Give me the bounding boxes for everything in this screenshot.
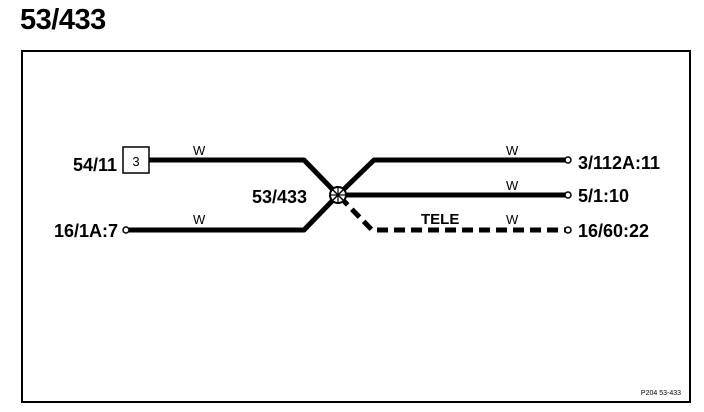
- connector-label-right-1: 3/112A:11: [578, 153, 660, 173]
- wire-color-right-3: W: [506, 212, 519, 227]
- terminal-right-3[interactable]: [564, 226, 572, 234]
- wire-left-top[interactable]: [149, 157, 338, 195]
- reference-code: P204 53-433: [641, 390, 681, 397]
- splice-junction[interactable]: [329, 186, 347, 204]
- wire-right-1[interactable]: [338, 157, 566, 195]
- diagram-frame: [21, 50, 691, 403]
- connector-box[interactable]: [122, 146, 150, 174]
- wire-color-right-1: W: [506, 143, 519, 158]
- wire-color-right-2: W: [506, 178, 519, 193]
- connector-label-right-3: 16/60:22: [578, 221, 649, 241]
- connector-label-left-bottom: 16/1A:7: [54, 221, 118, 241]
- wire-left-bottom[interactable]: [129, 195, 338, 233]
- wire-right-3-tele[interactable]: [338, 195, 566, 233]
- junction-label: 53/433: [252, 187, 307, 207]
- connector-box-number: 3: [132, 154, 139, 169]
- wire-color-left-bottom: W: [193, 212, 206, 227]
- terminal-right-2[interactable]: [564, 191, 572, 199]
- wire-tag-tele: TELE: [421, 211, 459, 228]
- terminal-right-1[interactable]: [564, 156, 572, 164]
- connector-label-right-2: 5/1:10: [578, 186, 629, 206]
- connector-label-left-top: 54/11: [73, 155, 117, 175]
- wire-color-left-top: W: [193, 143, 206, 158]
- page-title: 53/433: [20, 4, 106, 36]
- terminal-left-bottom[interactable]: [122, 226, 130, 234]
